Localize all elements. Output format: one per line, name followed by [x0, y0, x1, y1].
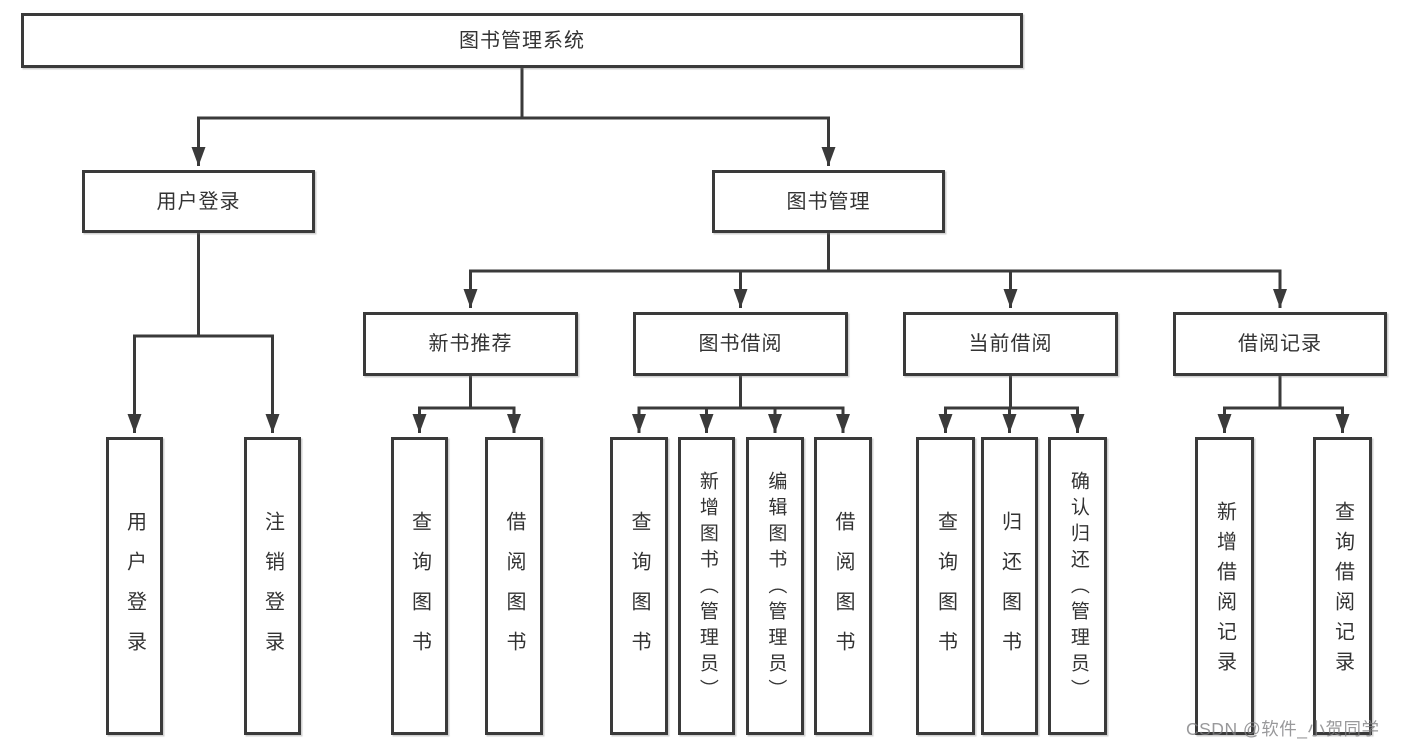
node-book-management: 图书管理	[712, 170, 945, 233]
leaf-query-borrow-record: 查询借阅记录	[1313, 437, 1372, 735]
leaf-query-book-recommend: 查询图书	[391, 437, 448, 735]
node-current-borrow: 当前借阅	[903, 312, 1118, 376]
node-user-login: 用户登录	[82, 170, 315, 233]
leaf-confirm-return-admin: 确认归还（管理员）	[1048, 437, 1107, 735]
node-library-management-system: 图书管理系统	[21, 13, 1023, 68]
leaf-borrow-book-recommend: 借阅图书	[485, 437, 543, 735]
leaf-query-book-current: 查询图书	[916, 437, 975, 735]
node-new-book-recommend: 新书推荐	[363, 312, 578, 376]
leaf-logout: 注销登录	[244, 437, 301, 735]
leaf-borrow-book: 借阅图书	[814, 437, 872, 735]
node-borrow-records: 借阅记录	[1173, 312, 1387, 376]
leaf-query-book-borrow: 查询图书	[610, 437, 668, 735]
node-book-borrow: 图书借阅	[633, 312, 848, 376]
csdn-watermark: CSDN @软件_小贺同学	[1186, 719, 1380, 739]
leaf-add-book-admin: 新增图书（管理员）	[678, 437, 735, 735]
leaf-user-login: 用户登录	[106, 437, 163, 735]
leaf-add-borrow-record: 新增借阅记录	[1195, 437, 1254, 735]
leaf-edit-book-admin: 编辑图书（管理员）	[746, 437, 804, 735]
leaf-return-book: 归还图书	[981, 437, 1038, 735]
